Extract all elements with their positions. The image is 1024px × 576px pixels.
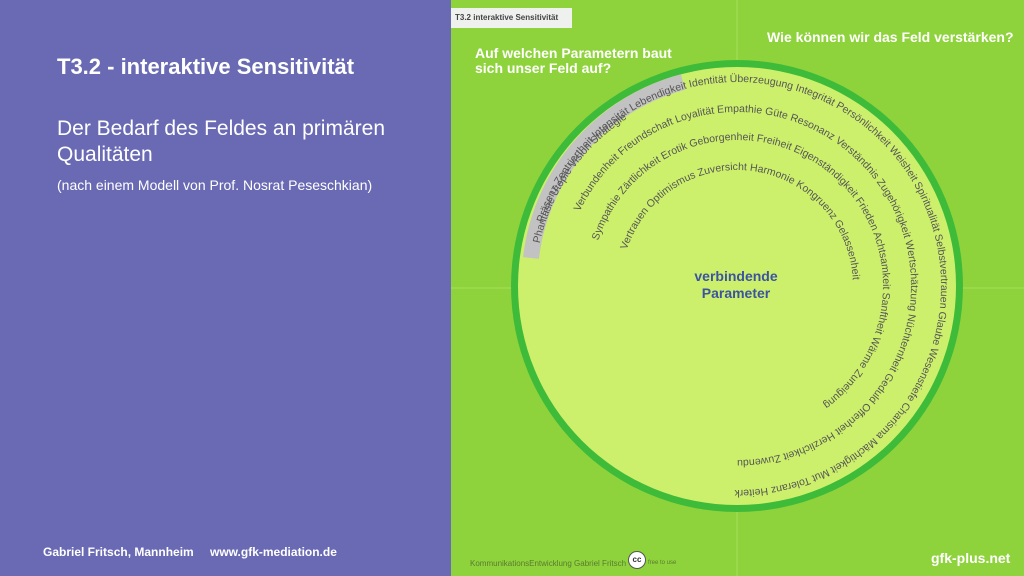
slide-subtitle: Der Bedarf des Feldes an primären Qualit… [57, 117, 385, 166]
slide-title: T3.2 - interaktive Sensitivität [57, 54, 355, 79]
brand-label[interactable]: gfk-plus.net [931, 550, 1011, 566]
slide-note: (nach einem Modell von Prof. Nosrat Pese… [57, 177, 373, 193]
ring-diagram: Präsenz Zentriertheit Intensität Lebendi… [451, 0, 1024, 576]
footer-author: Gabriel Fritsch, Mannheim [43, 545, 194, 559]
center-label: verbindende Parameter [694, 268, 778, 301]
credit-label: KommunikationsEntwicklung Gabriel Fritsc… [470, 559, 627, 568]
panel-tag: T3.2 interaktive Sensitivität [451, 8, 572, 28]
model-panel: Präsenz Zentriertheit Intensität Lebendi… [451, 0, 1024, 576]
field-circle [518, 67, 956, 505]
cc-icon: cc [628, 551, 646, 569]
question-right: Wie können wir das Feld verstärken? [767, 29, 1014, 45]
license-label: free to use [648, 560, 677, 566]
strategy-band [523, 74, 686, 259]
footer-website[interactable]: www.gfk-mediation.de [210, 545, 337, 559]
question-left: Auf welchen Parametern baut sich unser F… [475, 45, 672, 76]
